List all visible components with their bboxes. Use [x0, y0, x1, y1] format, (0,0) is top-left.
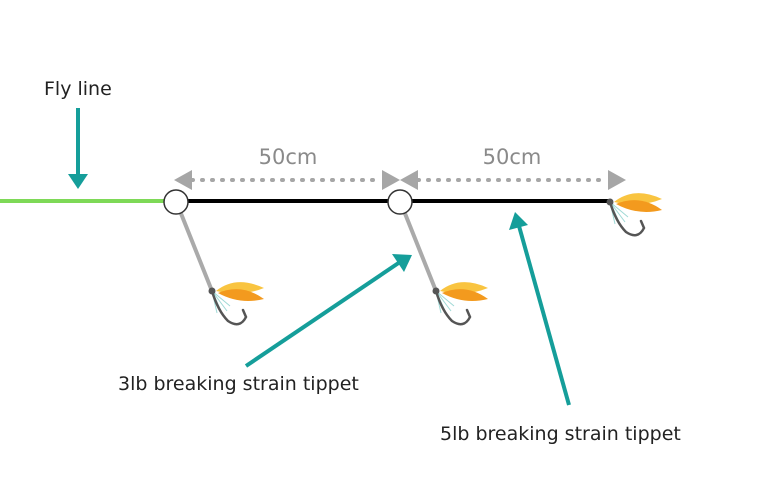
fly-line-arrow [68, 108, 88, 189]
dropper-line-2 [398, 199, 438, 293]
dry-fly-icon [605, 191, 664, 237]
dimension-label-1: 50cm [259, 145, 318, 169]
dropper-line-1 [174, 199, 214, 293]
main-tippet-arrow [509, 212, 571, 406]
dimension-arrow-1 [174, 170, 400, 190]
dry-fly-icon [431, 280, 490, 326]
knot-ring-icon [163, 189, 189, 215]
dropper-tippet-arrow [244, 254, 412, 368]
fly-line-label: Fly line [44, 78, 112, 100]
dimension-arrow-2 [400, 170, 626, 190]
main-tippet-label: 5lb breaking strain tippet [440, 423, 681, 445]
dimension-label-2: 50cm [483, 145, 542, 169]
knot-ring-icon [387, 189, 413, 215]
dropper-tippet-label: 3lb breaking strain tippet [118, 373, 359, 395]
dry-fly-icon [207, 280, 266, 326]
